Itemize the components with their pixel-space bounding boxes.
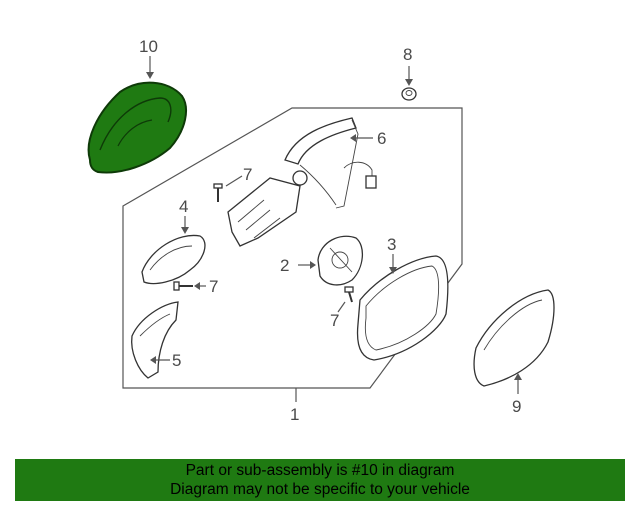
arrow-9 [514, 373, 522, 380]
arrow-7b [194, 282, 200, 290]
callout-7-right: 7 [330, 311, 339, 330]
arrow-5 [150, 356, 156, 364]
callout-7-top: 7 [243, 165, 252, 184]
screw-7-left[interactable] [173, 281, 193, 291]
callout-5: 5 [172, 351, 181, 370]
assembly-outline [122, 107, 463, 389]
part-3-glass-holder[interactable] [356, 255, 449, 361]
info-banner: Part or sub-assembly is #10 in diagram D… [15, 459, 625, 501]
callout-3: 3 [387, 235, 396, 254]
part-8-clip[interactable] [401, 87, 417, 101]
banner-line-2: Diagram may not be specific to your vehi… [170, 481, 470, 498]
part-4-inner-cover[interactable] [141, 234, 206, 285]
part-2-actuator[interactable] [317, 235, 363, 286]
callout-10: 10 [139, 37, 158, 56]
base-bracket [227, 170, 308, 247]
leader-7c [337, 301, 346, 313]
part-9-mirror-glass[interactable] [473, 289, 555, 387]
exploded-mirror-diagram: 10 8 6 7 4 7 [87, 37, 555, 424]
arrow-4 [181, 227, 189, 234]
banner-line-1: Part or sub-assembly is #10 in diagram [185, 462, 455, 479]
callout-7-left: 7 [209, 277, 218, 296]
screw-7-right[interactable] [344, 286, 354, 303]
arrow-2 [310, 261, 316, 269]
arrow-6 [350, 134, 356, 142]
callout-1: 1 [290, 405, 299, 424]
part-10-mirror-cover[interactable] [87, 81, 187, 174]
callout-2: 2 [280, 256, 289, 275]
arrow-10 [146, 72, 154, 79]
screw-7-top[interactable] [213, 183, 223, 202]
arrow-3 [389, 267, 397, 274]
callout-6: 6 [377, 129, 386, 148]
callout-9: 9 [512, 397, 521, 416]
arrow-8 [405, 79, 413, 86]
callout-4: 4 [179, 197, 188, 216]
part-5-lower-cover[interactable] [131, 301, 179, 379]
leader-7a [225, 175, 243, 187]
callout-8: 8 [403, 45, 412, 64]
part-6-frame-bracket[interactable] [284, 117, 377, 209]
